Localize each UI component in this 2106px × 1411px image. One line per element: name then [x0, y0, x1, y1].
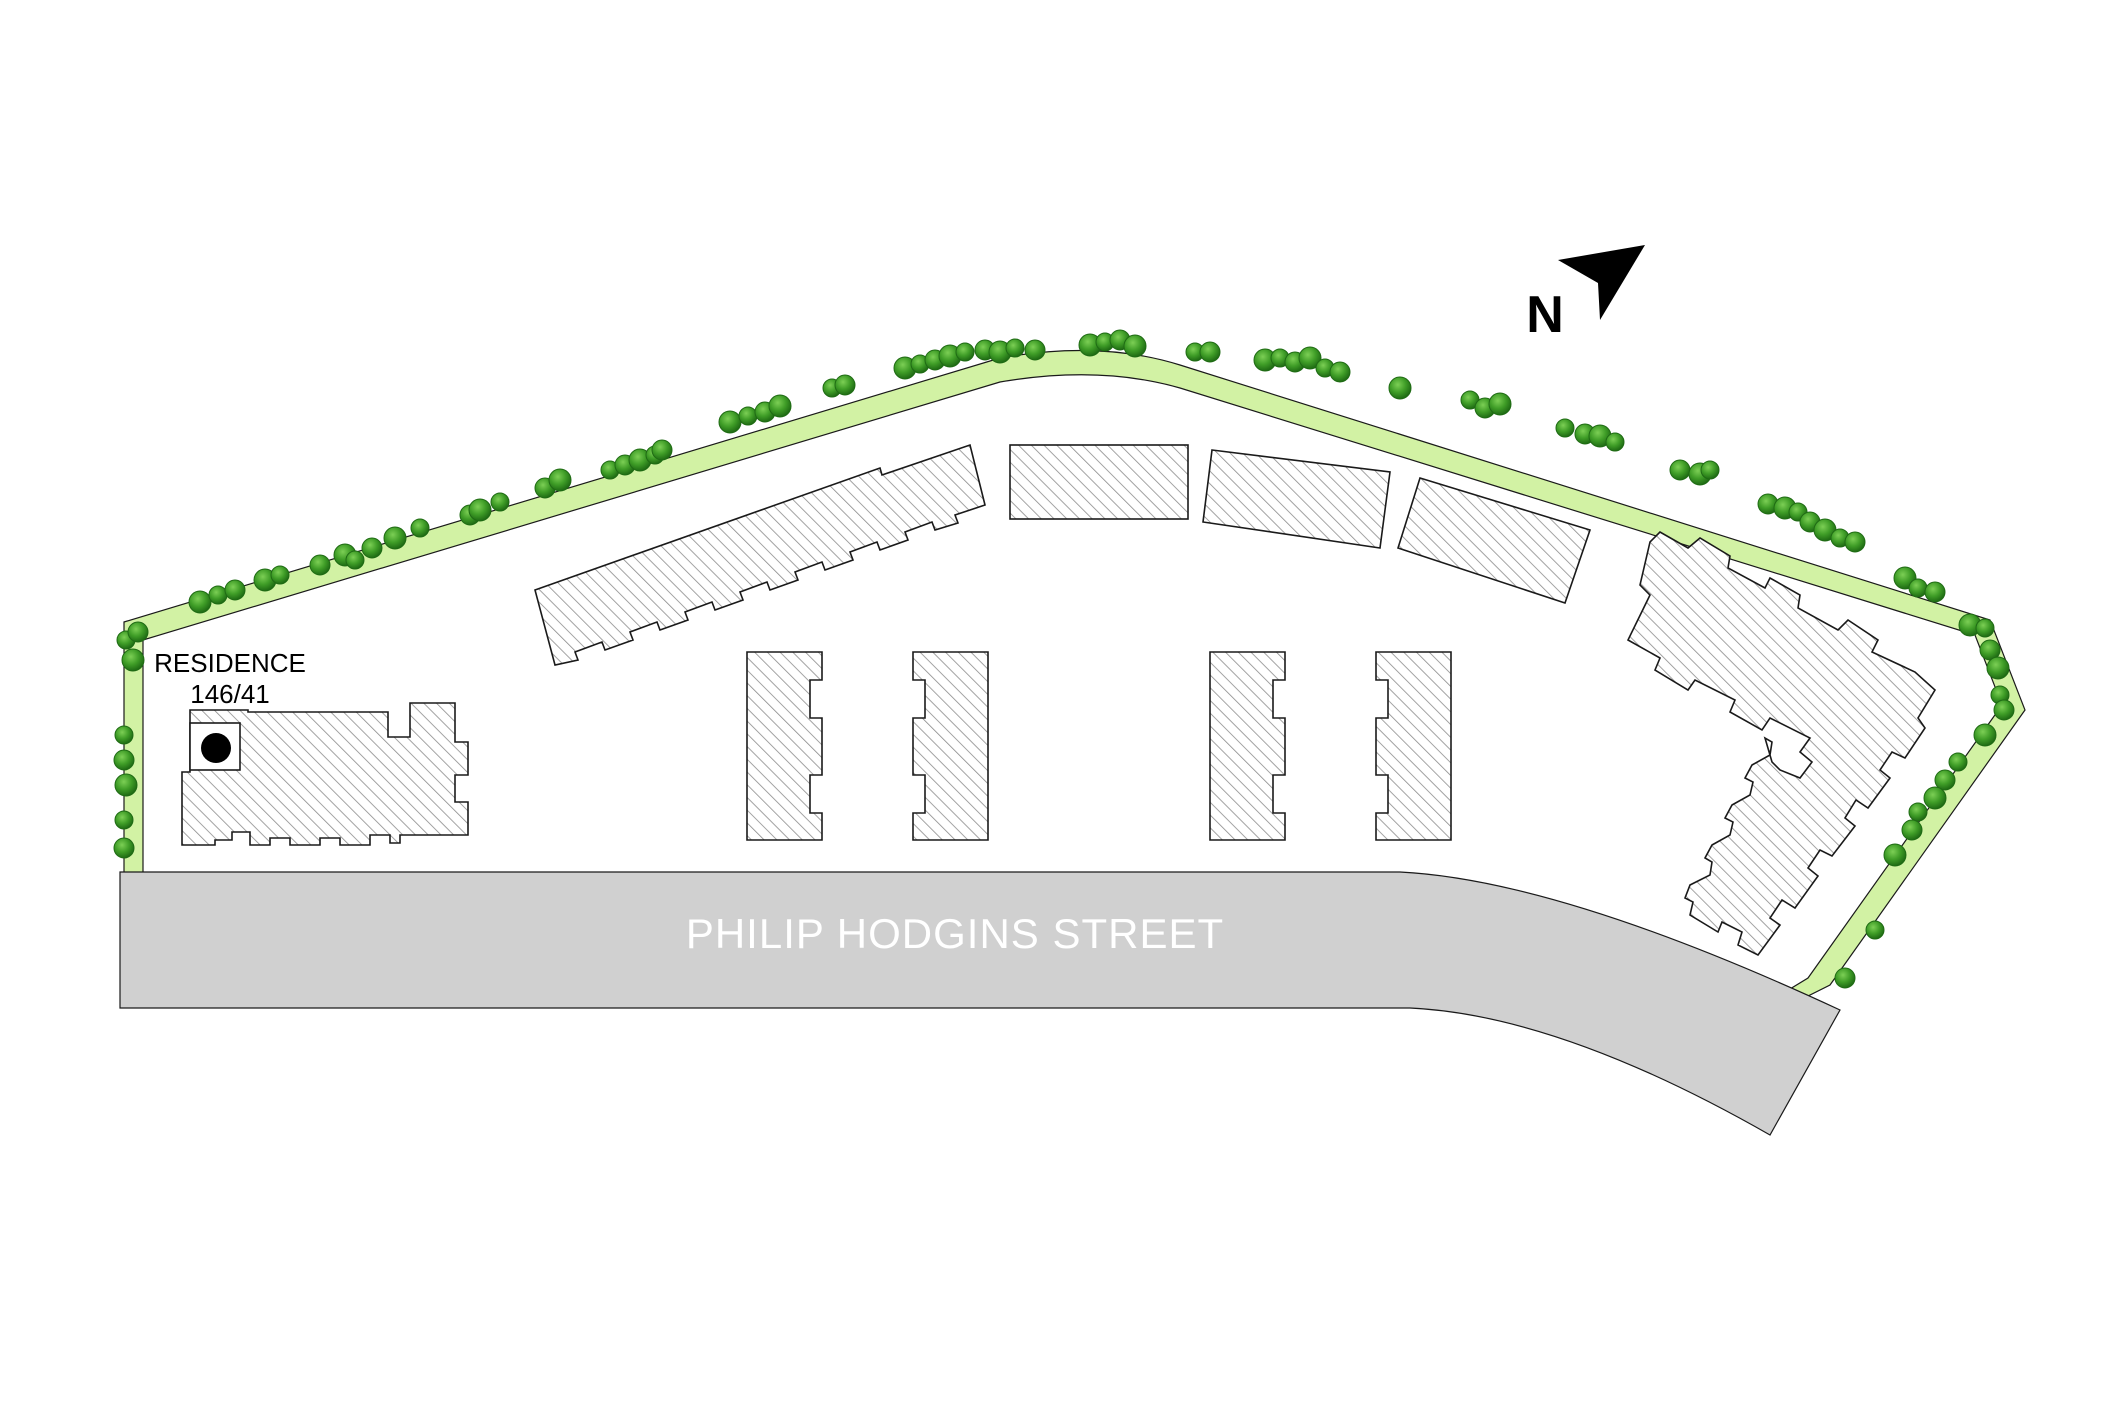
tree-icon [1488, 392, 1512, 416]
tree-icon [1844, 531, 1866, 553]
tree-icon [718, 410, 742, 434]
building-mid-3 [1209, 651, 1286, 841]
tree-icon [1993, 699, 2015, 721]
tree-icon [1908, 578, 1928, 598]
building-mid-4 [1375, 651, 1452, 841]
tree-icon [1948, 752, 1968, 772]
tree-icon [1329, 361, 1351, 383]
tree-icon [651, 439, 673, 461]
tree-icon [1975, 618, 1995, 638]
north-label: N [1526, 286, 1564, 344]
north-arrow-icon [1558, 245, 1645, 320]
tree-icon [410, 518, 430, 538]
tree-icon [1700, 460, 1720, 480]
tree-icon [361, 537, 383, 559]
tree-icon [1973, 723, 1997, 747]
tree-icon [1005, 338, 1025, 358]
tree-icon [1924, 581, 1946, 603]
tree-icon [1923, 786, 1947, 810]
tree-icon [113, 837, 135, 859]
tree-icon [114, 810, 134, 830]
tree-icon [1934, 769, 1956, 791]
tree-icon [490, 492, 510, 512]
tree-icon [1986, 656, 2010, 680]
tree-icon [768, 394, 792, 418]
tree-icon [738, 406, 758, 426]
tree-icon [114, 773, 138, 797]
tree-icon [1298, 346, 1322, 370]
tree-icon [270, 565, 290, 585]
tree-icon [1669, 459, 1691, 481]
building-mid-2 [912, 651, 989, 841]
tree-icon [1555, 418, 1575, 438]
tree-icon [1024, 339, 1046, 361]
building-mid-1 [746, 651, 823, 841]
tree-icon [188, 590, 212, 614]
tree-icon [1388, 376, 1412, 400]
tree-icon [121, 648, 145, 672]
street [119, 871, 1841, 1136]
residence-label-line1: RESIDENCE [154, 648, 306, 678]
tree-icon [1834, 967, 1856, 989]
tree-icon [1908, 802, 1928, 822]
building-residence-block [181, 702, 469, 846]
tree-icon [1883, 843, 1907, 867]
tree-icon [1605, 432, 1625, 452]
tree-icon [114, 725, 134, 745]
residence-marker [189, 722, 241, 771]
tree-icon [224, 579, 246, 601]
street-name: PHILIP HODGINS STREET [686, 910, 1224, 957]
tree-icon [955, 342, 975, 362]
building-top-1 [1009, 444, 1189, 520]
tree-icon [127, 621, 149, 643]
tree-icon [1901, 819, 1923, 841]
building-right-l [1626, 531, 1937, 957]
building-top-3 [1397, 477, 1592, 605]
tree-icon [113, 749, 135, 771]
tree-icon [834, 374, 856, 396]
tree-icon [1123, 334, 1147, 358]
tree-icon [1865, 920, 1885, 940]
tree-icon [468, 498, 492, 522]
tree-icon [383, 526, 407, 550]
tree-icon [309, 554, 331, 576]
buildings [181, 443, 1937, 957]
tree-icon [345, 550, 365, 570]
tree-icon [208, 585, 228, 605]
tree-icon [1199, 341, 1221, 363]
building-top-2 [1202, 449, 1391, 549]
residence-label-line2: 146/41 [190, 679, 270, 709]
north-arrow: N [1526, 245, 1645, 344]
filled-circle-marker-icon [201, 733, 231, 763]
building-long-diagonal [534, 443, 986, 666]
tree-icon [548, 468, 572, 492]
trees [113, 329, 2015, 989]
